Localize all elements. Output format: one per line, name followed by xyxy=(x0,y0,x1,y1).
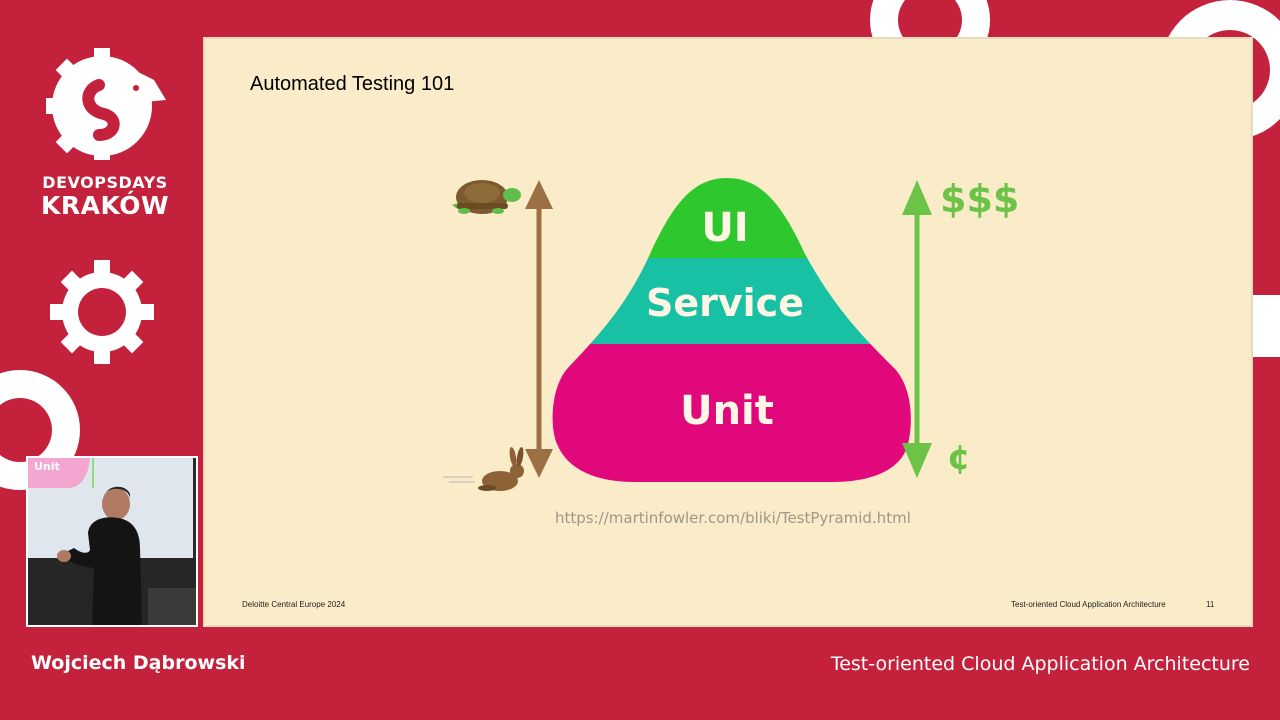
talk-title: Test-oriented Cloud Application Architec… xyxy=(830,653,1250,675)
pyramid-label-unit: Unit xyxy=(680,388,774,434)
rabbit-icon xyxy=(443,447,524,491)
cost-high-label: $$$ xyxy=(940,177,1019,221)
pyramid-unit-layer xyxy=(552,344,911,482)
slide-footer-company: Deloitte Central Europe 2024 xyxy=(242,600,346,609)
webcam-slide-fragment-label: Unit xyxy=(34,460,60,473)
pyramid-label-service: Service xyxy=(646,281,804,325)
slide-page-number: 11 xyxy=(1206,600,1215,609)
dragon-logo-icon xyxy=(46,48,166,160)
webcam-scene xyxy=(28,458,196,625)
slide-title: Automated Testing 101 xyxy=(250,73,455,95)
event-name-line2: KRAKÓW xyxy=(40,190,170,220)
speaker-name: Wojciech Dąbrowski xyxy=(31,652,246,674)
cost-arrow xyxy=(902,180,932,478)
presentation-slide: Automated Testing 101 UI Service Unit xyxy=(203,37,1253,627)
turtle-icon xyxy=(452,180,521,214)
source-link[interactable]: https://martinfowler.com/bliki/TestPyram… xyxy=(555,509,911,527)
cost-low-label: ¢ xyxy=(947,438,971,478)
speed-arrow xyxy=(525,180,553,478)
speaker-webcam: Unit xyxy=(26,456,198,627)
pyramid-label-ui: UI xyxy=(701,205,748,251)
event-name-line1: DEVOPSDAYS xyxy=(42,173,168,192)
test-pyramid-diagram: UI Service Unit xyxy=(443,177,1019,491)
gear-icon xyxy=(50,260,154,364)
event-logo-text: DEVOPSDAYS KRAKÓW xyxy=(30,174,180,219)
slide-footer-title: Test-oriented Cloud Application Architec… xyxy=(1011,600,1166,609)
